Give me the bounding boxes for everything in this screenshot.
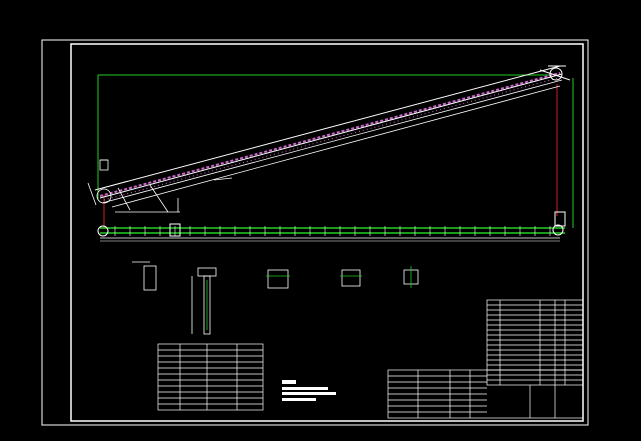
outer-border bbox=[41, 39, 589, 426]
detail-views bbox=[132, 261, 419, 335]
inner-border bbox=[70, 43, 584, 422]
head-pulley bbox=[539, 65, 571, 81]
inclined-conveyor bbox=[94, 65, 563, 208]
technical-notes bbox=[282, 380, 336, 401]
parts-table bbox=[157, 343, 264, 411]
tail-pulley bbox=[87, 159, 233, 213]
horizontal-conveyor bbox=[97, 211, 566, 242]
green-outline bbox=[97, 74, 574, 228]
title-block bbox=[387, 299, 584, 419]
